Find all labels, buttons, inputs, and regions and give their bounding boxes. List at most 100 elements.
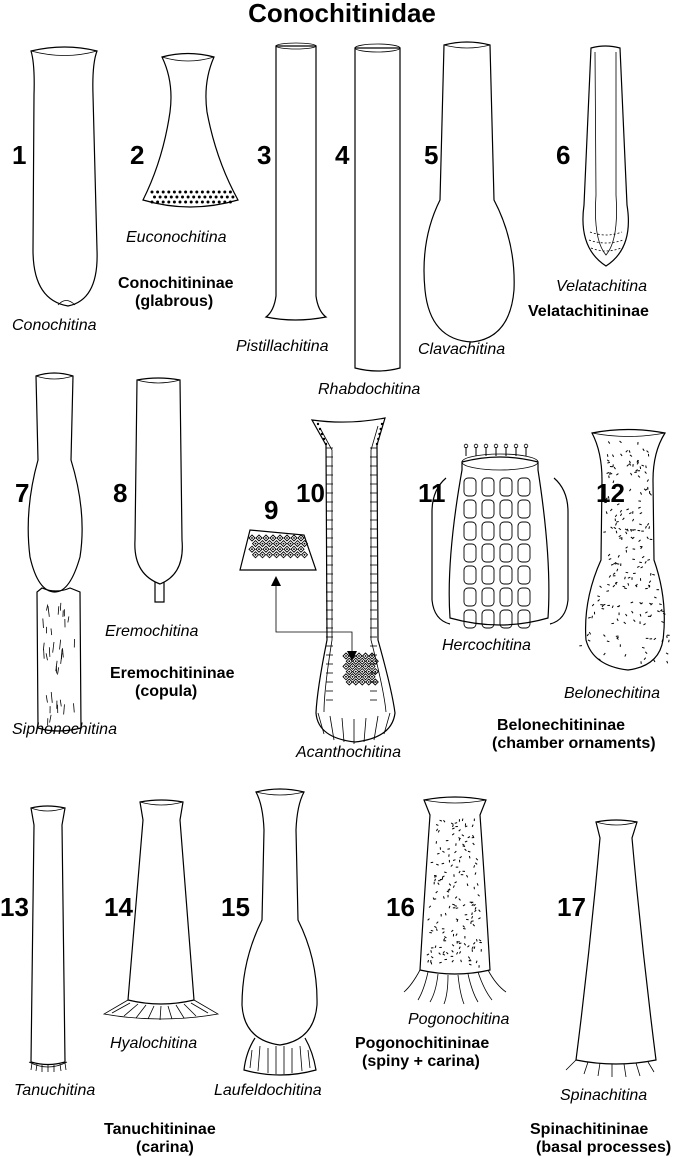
spine-mark <box>478 917 481 920</box>
siphonochitina-aperture-rim <box>35 375 74 380</box>
spine-mark <box>624 587 627 590</box>
spine-mark <box>610 563 614 566</box>
diagram-title: Conochitinidae <box>248 0 436 28</box>
spine-mark <box>648 580 652 584</box>
base-dot <box>156 190 160 194</box>
spine-mark <box>454 896 458 899</box>
base-dot <box>200 190 204 194</box>
spine-mark <box>662 612 666 615</box>
spine-mark <box>643 657 647 661</box>
spine-mark <box>616 637 619 640</box>
spine-mark <box>659 603 662 606</box>
spine-mark <box>474 907 477 910</box>
spine-mark <box>636 461 640 465</box>
spine-mark <box>474 862 478 865</box>
spine-mark <box>636 565 640 568</box>
spine-mark <box>616 503 620 506</box>
spine-mark <box>444 912 447 916</box>
hatch-mark <box>57 667 60 675</box>
spine-mark <box>597 595 600 598</box>
spine-mark <box>628 512 632 515</box>
genus-label-eremochitina: Eremochitina <box>105 623 198 640</box>
spinachitina-outline <box>575 819 657 1065</box>
hatch-mark <box>59 602 62 611</box>
lattice-cell <box>265 539 274 548</box>
base-dot <box>225 195 229 199</box>
subfamily-tanuchitininae-note: (carina) <box>136 1139 194 1156</box>
hyalochitina-carina <box>102 999 220 1021</box>
lattice-cell <box>345 657 353 665</box>
pistillachitina-outline <box>264 45 328 321</box>
lattice-node <box>367 681 370 683</box>
genus-label-euconochitina: Euconochitina <box>126 229 227 246</box>
lattice-node <box>371 675 373 678</box>
spine-mark <box>473 946 476 950</box>
spine-mark <box>635 583 638 587</box>
spine-mark <box>452 824 454 828</box>
specimen-5-clavachitina <box>423 41 515 343</box>
spine-mark <box>628 450 631 453</box>
lattice-cell <box>286 551 295 559</box>
spine-mark <box>607 461 610 464</box>
genus-label-rhabdochitina: Rhabdochitina <box>318 381 420 398</box>
lattice-node <box>358 665 360 668</box>
hatch-mark <box>59 639 61 650</box>
hercochitina-outline <box>448 456 550 626</box>
spine-mark <box>605 511 608 515</box>
hercochitina-left-crest <box>431 477 451 625</box>
spine-mark <box>646 536 649 540</box>
spine-mark <box>434 878 436 882</box>
lattice-node <box>258 537 260 539</box>
specimen-9-ornament-detail <box>239 529 357 661</box>
spine-mark <box>628 460 631 464</box>
spine-mark <box>615 522 617 526</box>
crest-cell <box>463 477 477 497</box>
spine-mark <box>639 613 642 617</box>
lattice-cell <box>248 534 256 542</box>
spine-mark <box>627 576 631 579</box>
lattice-node <box>367 660 370 663</box>
laufeldochitina-carina <box>243 1037 317 1076</box>
spine-mark <box>463 928 466 930</box>
lattice-cell <box>361 673 370 681</box>
spine-mark <box>609 472 613 475</box>
lattice-cell <box>361 662 370 671</box>
lattice-node <box>371 655 373 657</box>
hatch-mark <box>55 660 58 672</box>
spine-mark <box>612 480 615 484</box>
lattice-node <box>258 548 260 551</box>
specimen-1-conochitina <box>30 46 98 307</box>
spine-mark <box>452 903 455 906</box>
lattice-node <box>251 548 253 551</box>
lattice-cell <box>283 534 291 542</box>
spine-mark <box>471 920 474 922</box>
spine-mark <box>616 473 619 476</box>
spine-mark <box>448 883 452 886</box>
spine-mark <box>458 837 461 840</box>
siphonochitina-copula-hatching <box>42 602 75 726</box>
genus-label-hyalochitina: Hyalochitina <box>110 1035 197 1052</box>
crest-cell <box>481 477 495 497</box>
crest-cell <box>517 499 531 519</box>
base-dot <box>200 200 204 204</box>
hatch-mark <box>52 641 55 653</box>
lattice-cell <box>348 652 357 660</box>
spine-mark <box>625 571 629 574</box>
spine-mark <box>439 961 442 964</box>
spine-mark <box>635 469 638 472</box>
spine-mark <box>427 959 430 963</box>
lattice-cell <box>297 545 305 553</box>
pogonochitina-basal-processes <box>403 969 507 1005</box>
lattice-cell <box>368 652 376 660</box>
spine-mark <box>456 951 459 955</box>
base-dot <box>184 190 188 194</box>
spine-mark <box>434 925 437 929</box>
spine-mark <box>661 610 665 613</box>
lattice-node <box>303 542 306 545</box>
lattice-node <box>265 537 267 539</box>
lattice-node <box>374 681 377 683</box>
spine-mark <box>442 931 445 934</box>
velatachitina-outline <box>582 45 629 267</box>
spine-mark <box>452 827 455 830</box>
lattice-node <box>272 537 274 539</box>
